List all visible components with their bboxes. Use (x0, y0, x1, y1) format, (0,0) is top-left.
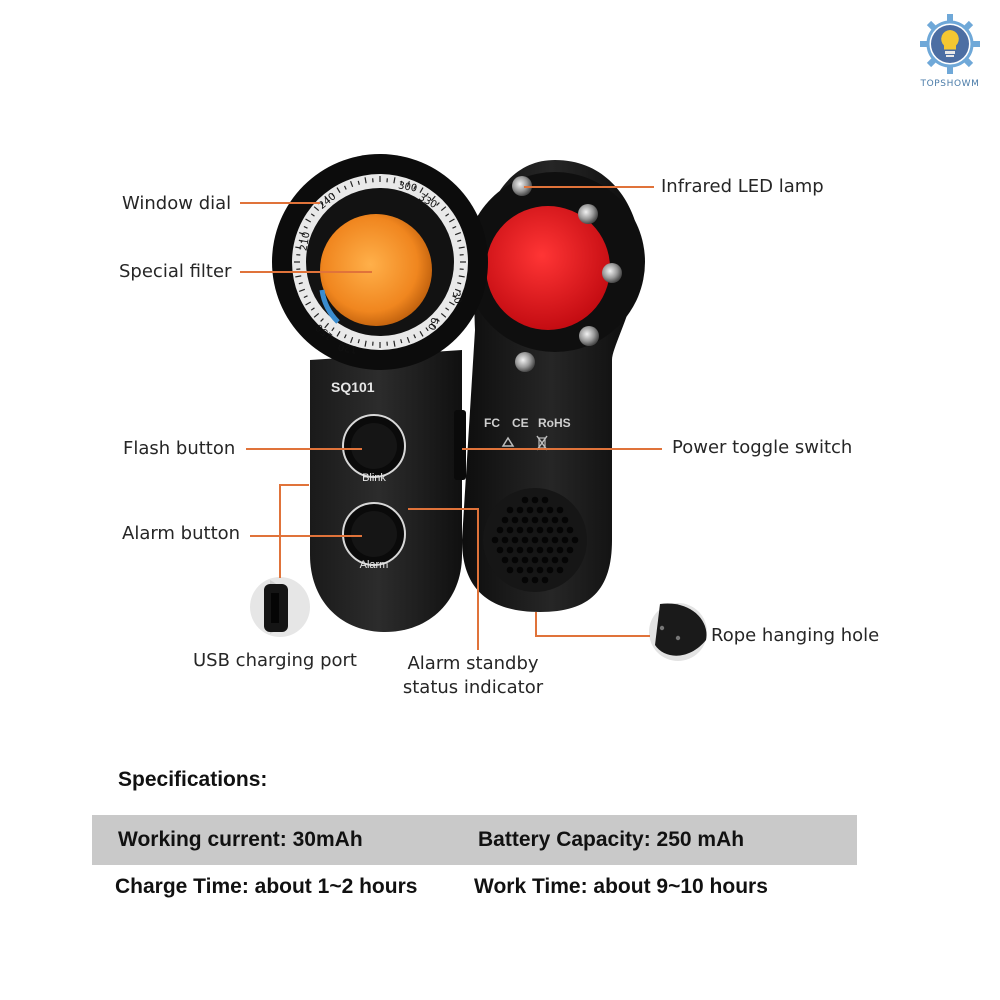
callout-flash-button: Flash button (123, 438, 236, 459)
callout-alarm-indicator-line2: status indicator (402, 677, 544, 698)
specifications-heading: Specifications: (118, 768, 268, 791)
spec-work-time: Work Time: about 9~10 hours (474, 875, 768, 898)
leader-infrared-led (524, 186, 654, 188)
callout-alarm-indicator: Alarm standby status indicator (398, 652, 548, 700)
model-label: SQ101 (331, 379, 375, 395)
device-front (272, 154, 488, 632)
leader-rope-v (535, 612, 537, 636)
power-toggle-switch[interactable] (454, 410, 466, 480)
red-filter (486, 206, 610, 330)
infrared-led-lamps (512, 176, 622, 372)
spec-working-current: Working current: 30mAh (118, 828, 363, 851)
leader-usb-v (279, 484, 281, 578)
fc-mark: FC (484, 416, 500, 430)
rope-hole-inset (649, 603, 707, 661)
ce-mark: CE (512, 416, 529, 430)
alarm-button-label: Alarm (359, 559, 389, 571)
leader-alarm-button (250, 535, 362, 537)
leader-usb-h (279, 484, 309, 486)
spec-charge-time: Charge Time: about 1~2 hours (115, 875, 418, 898)
brand-name: TOPSHOWM (920, 79, 980, 89)
leader-power-switch (462, 448, 662, 450)
leader-flash-button (246, 448, 362, 450)
callout-alarm-indicator-line1: Alarm standby (407, 653, 539, 674)
callout-usb-port: USB charging port (193, 650, 357, 671)
callout-special-filter: Special filter (119, 261, 232, 282)
callout-power-switch: Power toggle switch (672, 437, 853, 458)
lightbulb-gear-icon (920, 14, 980, 74)
brand-logo (914, 8, 986, 80)
special-filter-lens (320, 214, 432, 326)
flash-button-label: Blink (362, 472, 386, 484)
callout-alarm-button: Alarm button (122, 523, 241, 544)
device-back (462, 160, 645, 612)
leader-rope-h (535, 635, 650, 637)
usb-charging-port-inset (250, 577, 310, 637)
leader-indicator-v (477, 508, 479, 650)
leader-window-dial (240, 202, 320, 204)
dial-number: 30 (449, 290, 463, 305)
leader-indicator-h (408, 508, 478, 510)
callout-window-dial: Window dial (122, 193, 232, 214)
callout-infrared-led: Infrared LED lamp (661, 176, 824, 197)
spec-battery-capacity: Battery Capacity: 250 mAh (478, 828, 745, 851)
spec-band (92, 815, 857, 865)
callout-rope-hole: Rope hanging hole (711, 625, 880, 646)
rohs-mark: RoHS (538, 416, 571, 430)
leader-special-filter (240, 271, 372, 273)
